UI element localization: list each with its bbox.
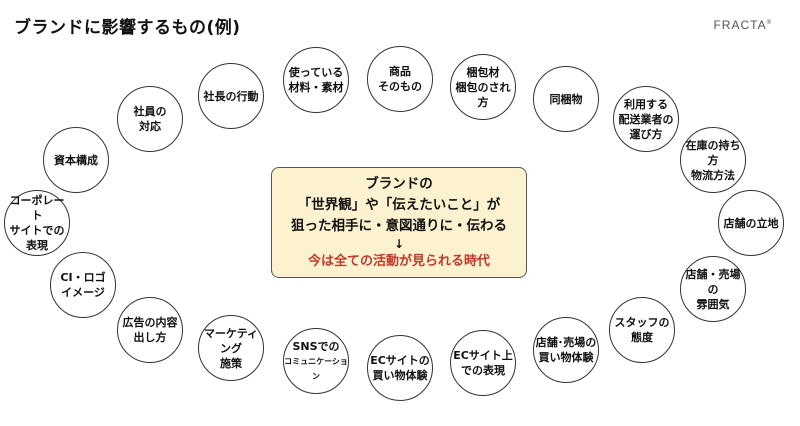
item-delivery-carrier: 利用する 配送業者の 運び方 xyxy=(613,86,679,152)
item-capital-structure: 資本構成 xyxy=(43,127,109,193)
item-label: 店舗の立地 xyxy=(723,216,779,230)
item-label: 利用する 配送業者の 運び方 xyxy=(618,97,674,141)
item-label: 広告の内容 出し方 xyxy=(122,316,178,344)
item-label: 店舗・売場の 雰囲気 xyxy=(685,267,741,311)
item-label: 梱包材 梱包のされ方 xyxy=(455,65,511,109)
item-marketing-measures: マーケティング 施策 xyxy=(198,315,264,381)
item-label: マーケティング 施策 xyxy=(203,326,259,370)
item-store-location: 店舗の立地 xyxy=(718,190,784,256)
down-arrow-icon: ↓ xyxy=(393,237,405,251)
item-ec-shopping-experience: ECサイトの 買い物体験 xyxy=(367,335,433,401)
logo-text: FRACTA xyxy=(713,18,767,32)
item-label-sub: コミュニケーション xyxy=(284,356,348,381)
item-label: 社長の行動 xyxy=(203,89,259,103)
center-line-3: 狙った相手に・意図通りに・伝わる xyxy=(291,218,507,234)
item-president-actions: 社長の行動 xyxy=(198,63,264,129)
center-message-box: ブランドの 「世界観」や「伝えたいこと」が 狙った相手に・意図通りに・伝わる ↓… xyxy=(271,167,527,278)
item-label: 商品 そのもの xyxy=(378,65,422,93)
logo-registered-mark: ® xyxy=(766,20,772,26)
item-label: コーポレート サイトでの 表現 xyxy=(9,194,65,252)
item-label: CI・ロゴ イメージ xyxy=(60,271,106,299)
item-inventory-logistics: 在庫の持ち方 物流方法 xyxy=(680,127,746,193)
page-title: ブランドに影響するもの(例) xyxy=(14,18,241,38)
item-materials: 使っている 材料・素材 xyxy=(283,47,349,113)
item-label: ECサイト上 での表現 xyxy=(453,349,513,377)
item-ci-logo: CI・ロゴ イメージ xyxy=(50,252,116,318)
center-line-2: 「世界観」や「伝えたいこと」が xyxy=(297,197,501,213)
item-store-atmosphere: 店舗・売場の 雰囲気 xyxy=(680,256,746,322)
item-employee-response: 社員の 対応 xyxy=(117,86,183,152)
item-label-main: SNSでの xyxy=(292,339,340,353)
item-label: 在庫の持ち方 物流方法 xyxy=(685,138,741,182)
item-ad-content: 広告の内容 出し方 xyxy=(117,297,183,363)
item-label: 資本構成 xyxy=(54,153,98,167)
item-store-shopping-experience: 店舗･売場の 買い物体験 xyxy=(533,317,599,383)
item-product-itself: 商品 そのもの xyxy=(367,46,433,112)
item-label: ECサイトの 買い物体験 xyxy=(370,354,430,382)
item-label: 使っている 材料・素材 xyxy=(288,66,344,94)
center-highlight: 今は全ての活動が見られる時代 xyxy=(307,254,490,269)
item-label: 店舗･売場の 買い物体験 xyxy=(535,336,597,364)
brand-logo: FRACTA® xyxy=(713,18,772,32)
item-staff-attitude: スタッフの 態度 xyxy=(609,297,675,363)
item-ec-site-expression: ECサイト上 での表現 xyxy=(450,330,516,396)
item-enclosures: 同梱物 xyxy=(533,66,599,132)
item-label: 同梱物 xyxy=(549,92,583,106)
item-label: 社員の 対応 xyxy=(133,105,167,133)
center-line-1: ブランドの xyxy=(365,176,433,192)
item-packaging: 梱包材 梱包のされ方 xyxy=(450,54,516,120)
item-corporate-site: コーポレート サイトでの 表現 xyxy=(4,190,70,256)
item-label: スタッフの 態度 xyxy=(614,316,670,344)
item-sns-communication: SNSでのコミュニケーション xyxy=(283,328,349,394)
item-label: SNSでのコミュニケーション xyxy=(284,339,348,384)
